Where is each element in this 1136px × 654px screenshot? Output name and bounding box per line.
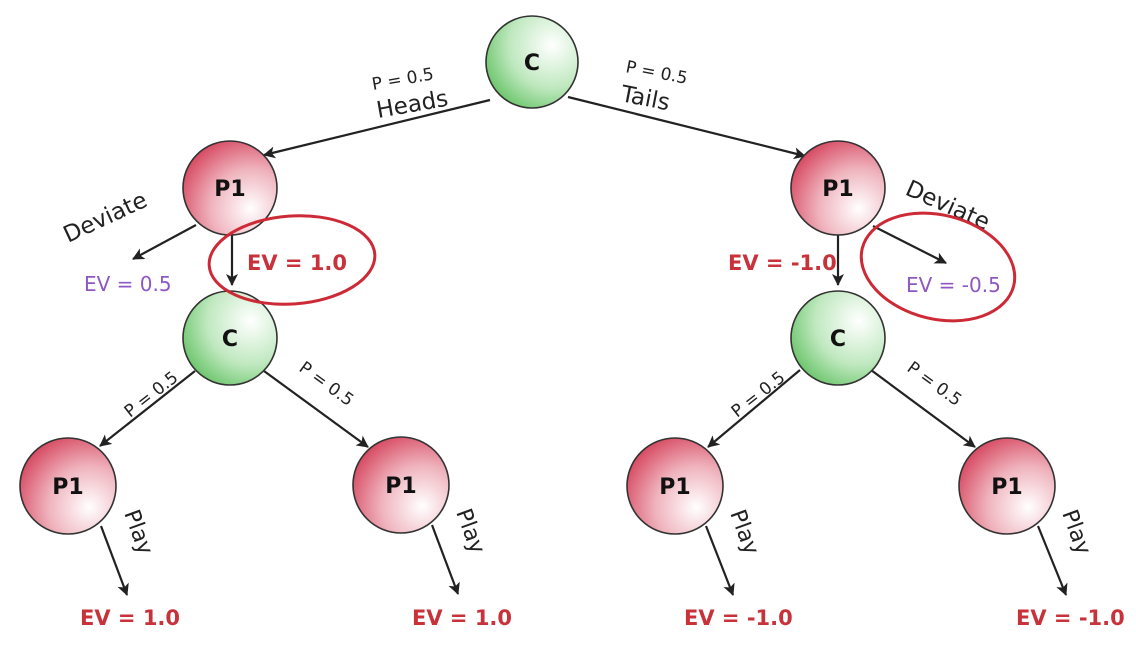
lr-p1-label: P1 bbox=[385, 474, 416, 499]
edge-play-2 bbox=[430, 524, 460, 595]
play-label-1: Play bbox=[118, 507, 157, 559]
chance-node-right bbox=[790, 290, 886, 386]
ll-p1-label: P1 bbox=[52, 475, 83, 500]
left-chance-left-prob: P = 0.5 bbox=[121, 368, 182, 422]
player-node-lr bbox=[352, 436, 450, 534]
play-label-3: Play bbox=[724, 507, 763, 559]
leaf-2-ev: EV = 1.0 bbox=[412, 606, 512, 630]
left-deviate-ev: EV = 0.5 bbox=[84, 272, 172, 296]
leaf-4-ev: EV = -1.0 bbox=[1016, 606, 1125, 630]
edge-play-1 bbox=[99, 525, 129, 596]
edge-lc-left bbox=[99, 370, 196, 447]
edge-play-3 bbox=[704, 525, 735, 596]
left-play-ev: EV = 1.0 bbox=[247, 251, 347, 275]
left-chance-label: C bbox=[222, 327, 238, 352]
edge-lc-right bbox=[263, 370, 369, 448]
left-chance-right-prob: P = 0.5 bbox=[295, 358, 357, 411]
right-p1-label: P1 bbox=[822, 177, 853, 202]
player-node-rl bbox=[626, 437, 724, 535]
edge-tails bbox=[567, 95, 806, 160]
edge-right-deviate bbox=[872, 225, 947, 264]
chance-node-root bbox=[485, 15, 579, 109]
edge-rc-right bbox=[870, 369, 976, 448]
right-chance-left-prob: P = 0.5 bbox=[728, 368, 789, 422]
left-deviate-label: Deviate bbox=[60, 187, 152, 248]
edge-left-deviate bbox=[132, 224, 197, 260]
right-chance-right-prob: P = 0.5 bbox=[903, 358, 965, 411]
right-play-ev: EV = -1.0 bbox=[728, 251, 837, 275]
play-label-4: Play bbox=[1056, 507, 1095, 559]
rr-p1-label: P1 bbox=[991, 475, 1022, 500]
root-node-label: C bbox=[524, 51, 540, 76]
edge-rc-left bbox=[707, 369, 801, 448]
leaf-1-ev: EV = 1.0 bbox=[80, 606, 180, 630]
player-node-ll bbox=[19, 437, 117, 535]
right-chance-label: C bbox=[830, 327, 846, 352]
right-deviate-ev: EV = -0.5 bbox=[906, 273, 1001, 297]
rl-p1-label: P1 bbox=[659, 475, 690, 500]
edge-play-4 bbox=[1036, 525, 1068, 596]
highlight-ellipse-right bbox=[859, 211, 1017, 323]
player-node-right bbox=[790, 140, 886, 236]
leaf-3-ev: EV = -1.0 bbox=[684, 606, 793, 630]
player-node-rr bbox=[958, 437, 1056, 535]
left-p1-label: P1 bbox=[214, 177, 245, 202]
play-label-2: Play bbox=[450, 506, 489, 558]
edge-heads bbox=[263, 98, 491, 159]
highlight-ellipse-left bbox=[207, 214, 377, 306]
